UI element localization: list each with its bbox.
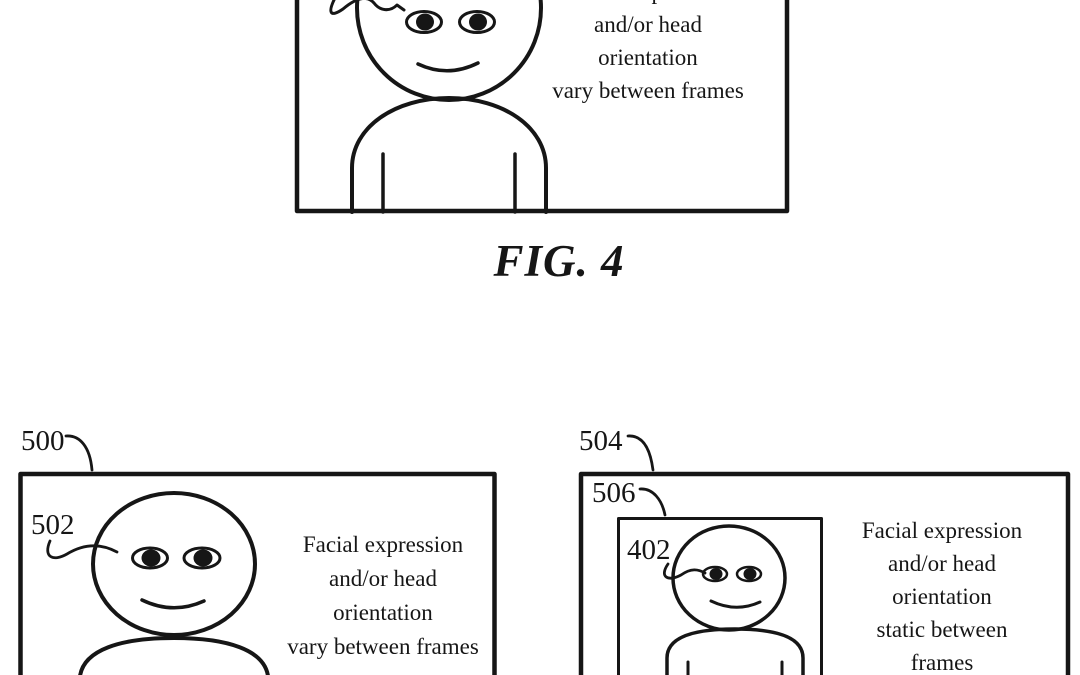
caption-line: and/or head: [888, 551, 996, 576]
left-eye-icon: [701, 565, 729, 583]
ref-label-500: 500: [21, 425, 65, 457]
leader-line-402: [663, 562, 707, 580]
caption-line: vary between frames: [552, 78, 744, 103]
left-frame-caption: Facial expression and/or head orientatio…: [233, 528, 533, 664]
ref-label-506: 506: [592, 477, 636, 509]
right-pupil-icon: [743, 568, 757, 580]
person-figure-right: [665, 524, 805, 675]
right-frame-caption: Facial expression and/or head orientatio…: [822, 514, 1062, 675]
caption-line: Facial expression: [498, 0, 798, 8]
ref-label-402: 402: [627, 534, 671, 566]
top-frame-border: [294, 0, 790, 214]
right-video-frame: [578, 434, 1071, 675]
figure-caption: FIG. 4: [493, 236, 625, 286]
caption-line: orientation: [598, 45, 698, 70]
caption-line: and/or head: [594, 12, 702, 37]
caption-line: orientation: [892, 584, 992, 609]
leader-line-504: [626, 434, 655, 472]
caption-line: static between: [876, 617, 1008, 642]
shoulders: [350, 96, 548, 214]
hair-curl-icon: [329, 0, 406, 15]
ref-label-502: 502: [31, 509, 75, 541]
leader-line-506: [638, 487, 667, 517]
person-figure-top: [329, 0, 548, 214]
inner-frame-border: [617, 517, 823, 675]
shoulders: [665, 627, 805, 675]
caption-line: Facial expression: [302, 532, 464, 557]
left-pupil-icon: [709, 568, 723, 580]
left-video-frame: [18, 434, 497, 675]
caption-line: and/or head: [329, 566, 437, 591]
left-eye-icon: [405, 10, 443, 34]
right-frame-border: [578, 471, 1071, 675]
left-eye-icon: [131, 546, 169, 570]
top-frame-caption: Facial expression and/or head orientatio…: [498, 0, 798, 107]
left-frame-border: [18, 471, 497, 675]
right-eye-icon: [182, 546, 222, 570]
shoulders: [78, 636, 270, 675]
left-pupil-icon: [141, 549, 161, 567]
caption-line: frames: [910, 650, 974, 675]
leader-line-500: [64, 434, 94, 472]
smile-icon: [709, 599, 762, 609]
right-pupil-icon: [469, 13, 487, 31]
right-eye-icon: [458, 10, 496, 34]
smile-icon: [140, 598, 206, 610]
right-pupil-icon: [193, 549, 213, 567]
ref-label-504: 504: [579, 425, 623, 457]
left-pupil-icon: [416, 13, 434, 31]
smile-icon: [416, 61, 480, 73]
top-video-frame: [294, 0, 790, 214]
person-figure-left: [78, 491, 270, 675]
right-eye-icon: [735, 565, 763, 583]
caption-line: vary between frames: [287, 634, 479, 659]
head: [671, 524, 787, 632]
head: [91, 491, 257, 637]
leader-line-502: [46, 539, 119, 560]
caption-line: Facial expression: [861, 518, 1023, 543]
caption-line: orientation: [333, 600, 433, 625]
